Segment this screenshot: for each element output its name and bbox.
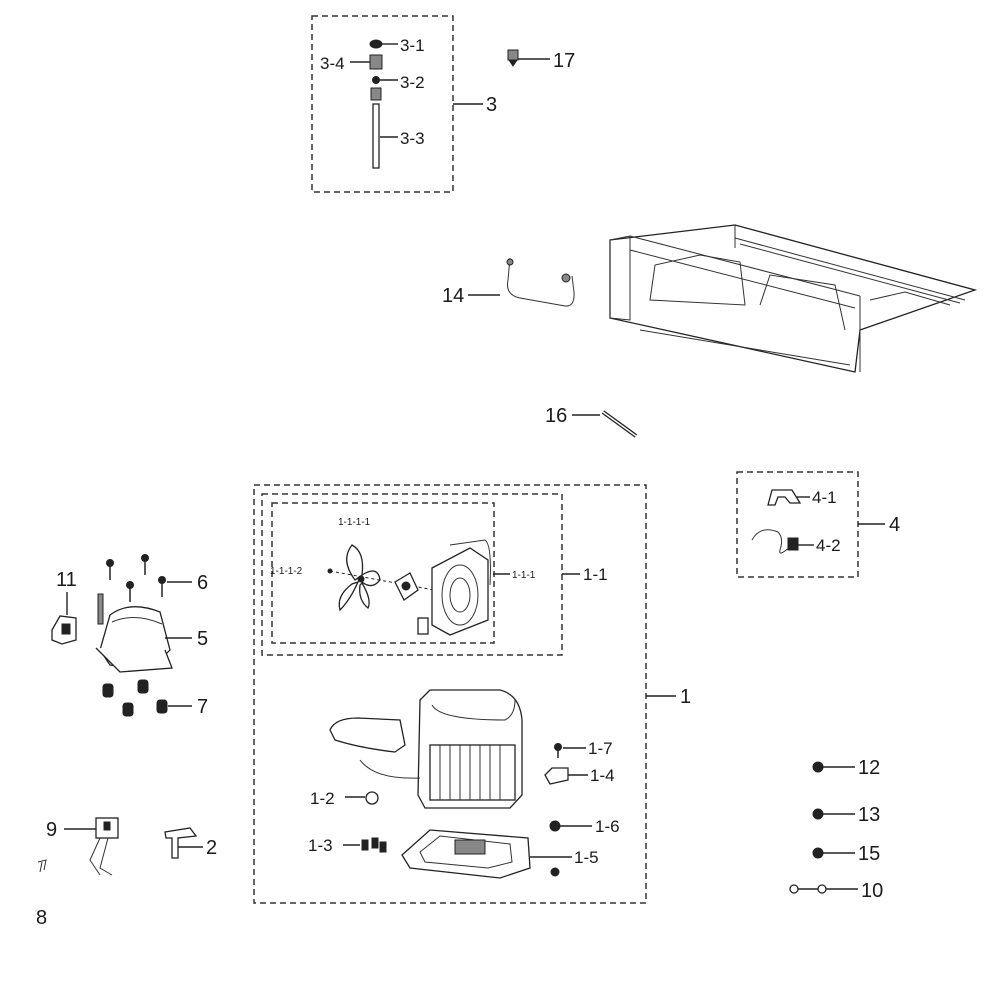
part-7-grommets [102, 679, 192, 717]
part-17 [507, 49, 550, 67]
part-1-6 [549, 820, 561, 832]
group-1-box [253, 484, 647, 904]
part-5-compressor [95, 593, 192, 673]
label-10: 10 [861, 880, 883, 902]
label-1-1-1: 1-1-1 [512, 570, 536, 581]
label-11: 11 [56, 569, 77, 591]
label-1-5: 1-5 [574, 848, 599, 867]
part-4-2 [751, 529, 793, 554]
label-15: 15 [858, 843, 880, 865]
part-9 [64, 817, 119, 876]
part-4-1 [767, 489, 802, 506]
label-2: 2 [206, 837, 217, 859]
label-3-3: 3-3 [400, 129, 425, 148]
part-3-4 [369, 54, 383, 70]
label-1-2: 1-2 [310, 789, 335, 808]
group-4-box [736, 471, 859, 578]
label-1-1-1-2: 1-1-1-2 [270, 566, 303, 577]
label-4-1: 4-1 [812, 488, 837, 507]
label-3: 3 [486, 94, 497, 116]
label-1-4: 1-4 [590, 766, 615, 785]
label-7: 7 [197, 696, 208, 718]
group-1-assembly [253, 484, 676, 904]
label-13: 13 [858, 804, 880, 826]
part-1-1-1-1 [338, 544, 381, 612]
part-1-5 [401, 829, 572, 879]
label-3-4: 3-4 [320, 54, 345, 73]
part-3-3-cap [370, 87, 382, 101]
label-14: 14 [442, 285, 464, 307]
label-1-1: 1-1 [583, 565, 608, 584]
part-6-screws [106, 554, 192, 602]
label-3-1: 3-1 [400, 36, 425, 55]
part-2 [164, 827, 203, 859]
part-10 [789, 884, 858, 894]
part-15 [812, 847, 855, 859]
label-3-2: 3-2 [400, 73, 425, 92]
condenser-assembly [329, 689, 523, 809]
label-4-2: 4-2 [816, 536, 841, 555]
part-1-3 [343, 837, 387, 853]
part-3-2 [372, 76, 380, 84]
label-17: 17 [553, 50, 575, 72]
label-8: 8 [36, 907, 47, 929]
label-5: 5 [197, 628, 208, 650]
label-1-1-1-1: 1-1-1-1 [338, 517, 371, 528]
part-14 [468, 257, 575, 307]
callout-labels: 3-1 3-4 3-2 3-3 3 17 14 16 4-1 4-2 4 1-1… [36, 36, 900, 929]
label-1-3: 1-3 [308, 836, 333, 855]
label-4: 4 [889, 514, 900, 536]
part-1-1-1-shroud [417, 539, 491, 636]
label-6: 6 [197, 572, 208, 594]
part-3-1 [369, 39, 383, 49]
part-12 [812, 761, 855, 773]
fan-motor [394, 572, 419, 601]
part-1-4 [544, 767, 569, 785]
part-1-7 [554, 743, 586, 758]
part-13 [812, 808, 855, 820]
group-4 [736, 471, 885, 578]
part-8 [37, 859, 47, 873]
base-frame [609, 224, 978, 373]
label-16: 16 [545, 405, 567, 427]
label-1: 1 [680, 686, 691, 708]
compressor-group [51, 554, 192, 717]
group-3-box [311, 15, 454, 193]
label-1-6: 1-6 [595, 817, 620, 836]
group-3-valve-assembly [311, 15, 483, 193]
part-16 [572, 410, 638, 438]
label-9: 9 [46, 819, 57, 841]
part-3-3 [372, 103, 380, 169]
group-1-1-1-box [271, 502, 495, 644]
part-1-2 [365, 791, 379, 805]
part-11 [51, 592, 77, 645]
label-12: 12 [858, 757, 880, 779]
label-1-7: 1-7 [588, 739, 613, 758]
